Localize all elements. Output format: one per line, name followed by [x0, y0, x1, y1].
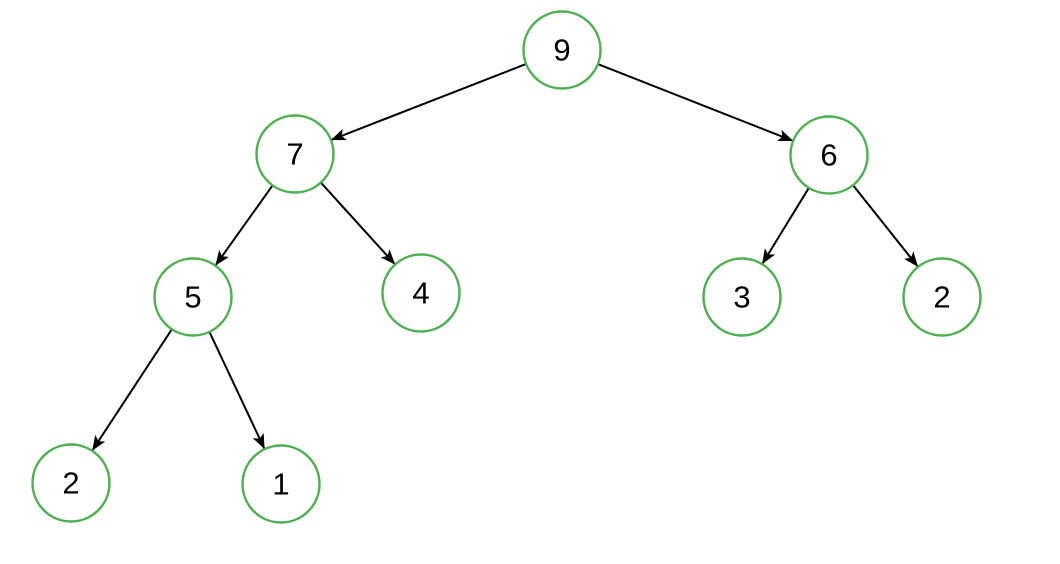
- tree-node-n7: 7: [255, 114, 335, 194]
- tree-node-circle: [789, 115, 869, 195]
- tree-edge-n6-n3: [761, 187, 810, 265]
- tree-node-circle: [153, 257, 233, 337]
- tree-node-n3: 3: [702, 257, 782, 337]
- tree-node-n9: 9: [522, 10, 602, 90]
- tree-node-circle: [381, 253, 461, 333]
- tree-edge-n5-n1: [208, 331, 266, 450]
- tree-node-n1: 1: [241, 444, 321, 524]
- tree-node-circle: [255, 114, 335, 194]
- tree-node-label: 2: [62, 466, 79, 501]
- tree-edge-n5-n2l: [91, 328, 173, 451]
- tree-node-circle: [241, 444, 321, 524]
- tree-node-n2l: 2: [31, 443, 111, 523]
- tree-node-label: 5: [184, 280, 201, 315]
- tree-node-n4: 4: [381, 253, 461, 333]
- tree-node-label: 1: [272, 467, 289, 502]
- tree-node-label: 9: [553, 33, 570, 68]
- tree-node-label: 2: [933, 280, 950, 315]
- tree-node-label: 7: [286, 137, 303, 172]
- tree-edge-n9-n7: [330, 63, 527, 141]
- tree-node-n6: 6: [789, 115, 869, 195]
- tree-node-label: 4: [412, 276, 429, 311]
- tree-node-circle: [522, 10, 602, 90]
- tree-node-circle: [31, 443, 111, 523]
- tree-edge-n9-n6: [597, 63, 794, 142]
- tree-node-circle: [702, 257, 782, 337]
- tree-edge-n7-n5: [215, 184, 274, 266]
- tree-node-circle: [902, 257, 982, 337]
- tree-node-n5: 5: [153, 257, 233, 337]
- tree-node-label: 6: [820, 138, 837, 173]
- tree-node-label: 3: [733, 280, 750, 315]
- tree-edge-n7-n4: [320, 181, 396, 265]
- tree-edge-n6-n2r: [852, 184, 919, 267]
- tree-node-n2r: 2: [902, 257, 982, 337]
